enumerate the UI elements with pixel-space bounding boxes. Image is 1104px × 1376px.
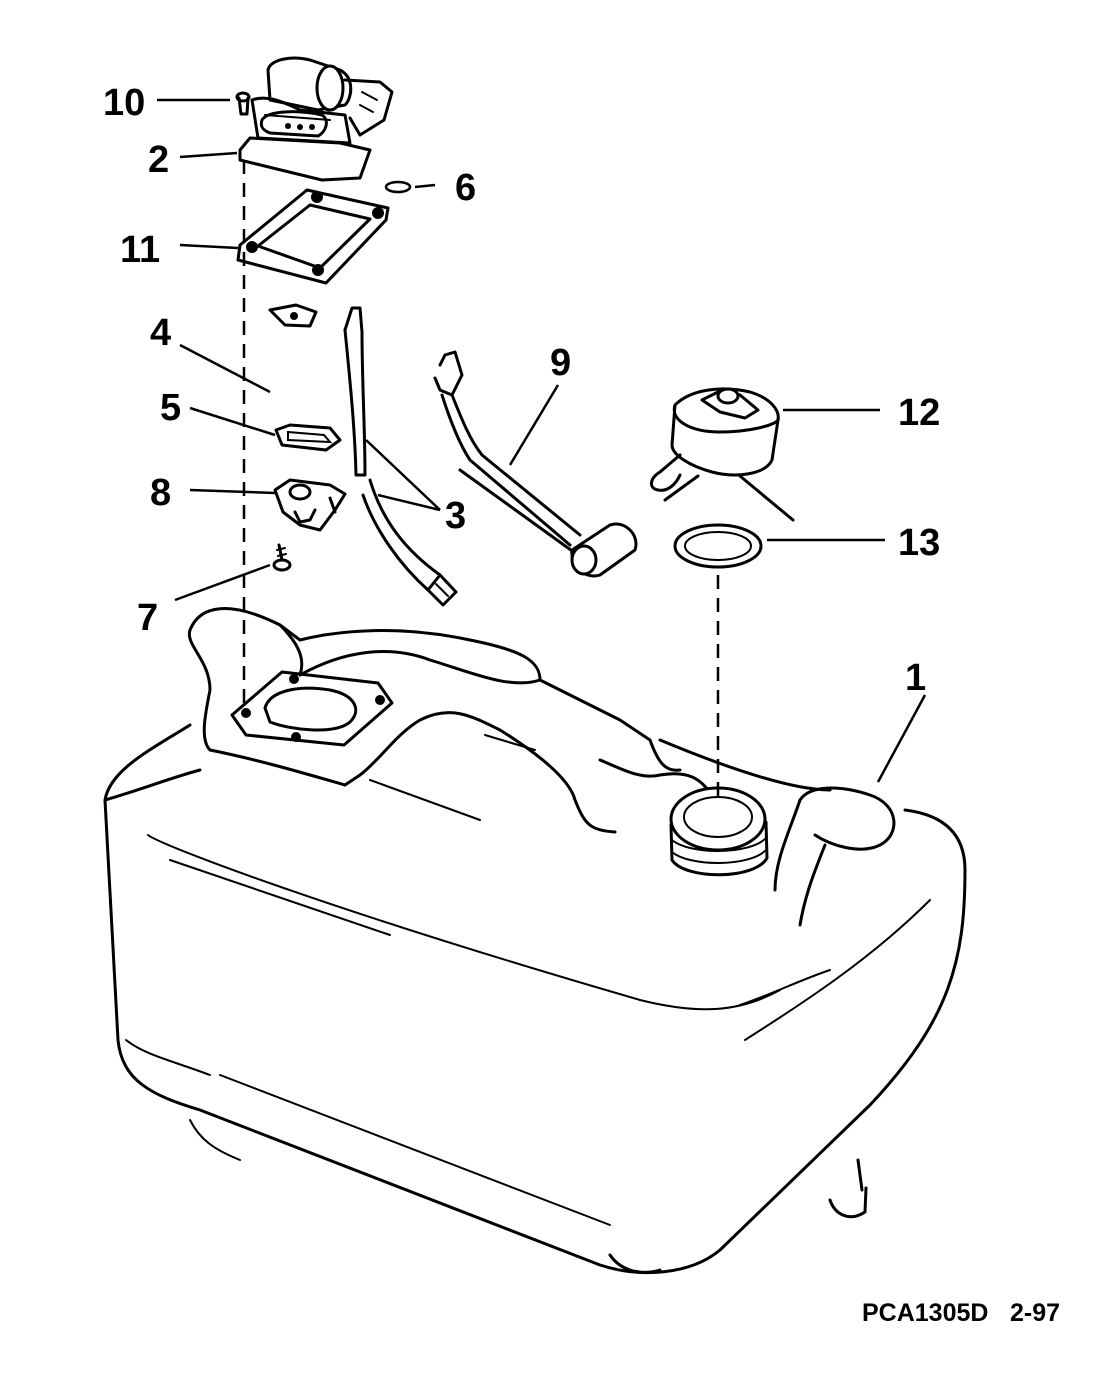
clamp-bracket-8 [273, 478, 347, 532]
cap-gasket-13 [673, 523, 763, 569]
callout-4: 4 [150, 312, 171, 354]
screw-10 [235, 91, 251, 116]
screw-7 [272, 543, 292, 572]
o-ring-6 [384, 180, 412, 194]
callout-1: 1 [905, 657, 926, 699]
drawing-code: PCA1305D [862, 1299, 988, 1327]
callout-7: 7 [137, 597, 158, 639]
gasket-11 [236, 188, 390, 285]
fuel-gauge-float-9 [433, 350, 638, 578]
pickup-tube-3 [343, 306, 458, 607]
callout-13: 13 [898, 522, 940, 564]
callout-3: 3 [445, 495, 466, 537]
fuel-pickup-housing [238, 56, 394, 182]
fuel-tank [103, 607, 967, 1274]
seal-5 [274, 423, 342, 452]
callout-6: 6 [455, 167, 476, 209]
callout-12: 12 [898, 392, 940, 434]
callout-labels: 1 2 3 4 5 6 7 8 9 10 11 12 13 [103, 82, 940, 699]
revision-code: 2-97 [1010, 1299, 1060, 1327]
leader-lines [157, 98, 927, 783]
callout-11: 11 [120, 229, 160, 271]
callout-9: 9 [550, 342, 571, 384]
callout-2: 2 [148, 139, 169, 181]
callout-5: 5 [160, 387, 181, 429]
callout-8: 8 [150, 472, 171, 514]
retainer-plate-4 [268, 303, 318, 328]
filler-cap-12 [650, 387, 795, 522]
callout-10: 10 [103, 82, 145, 124]
